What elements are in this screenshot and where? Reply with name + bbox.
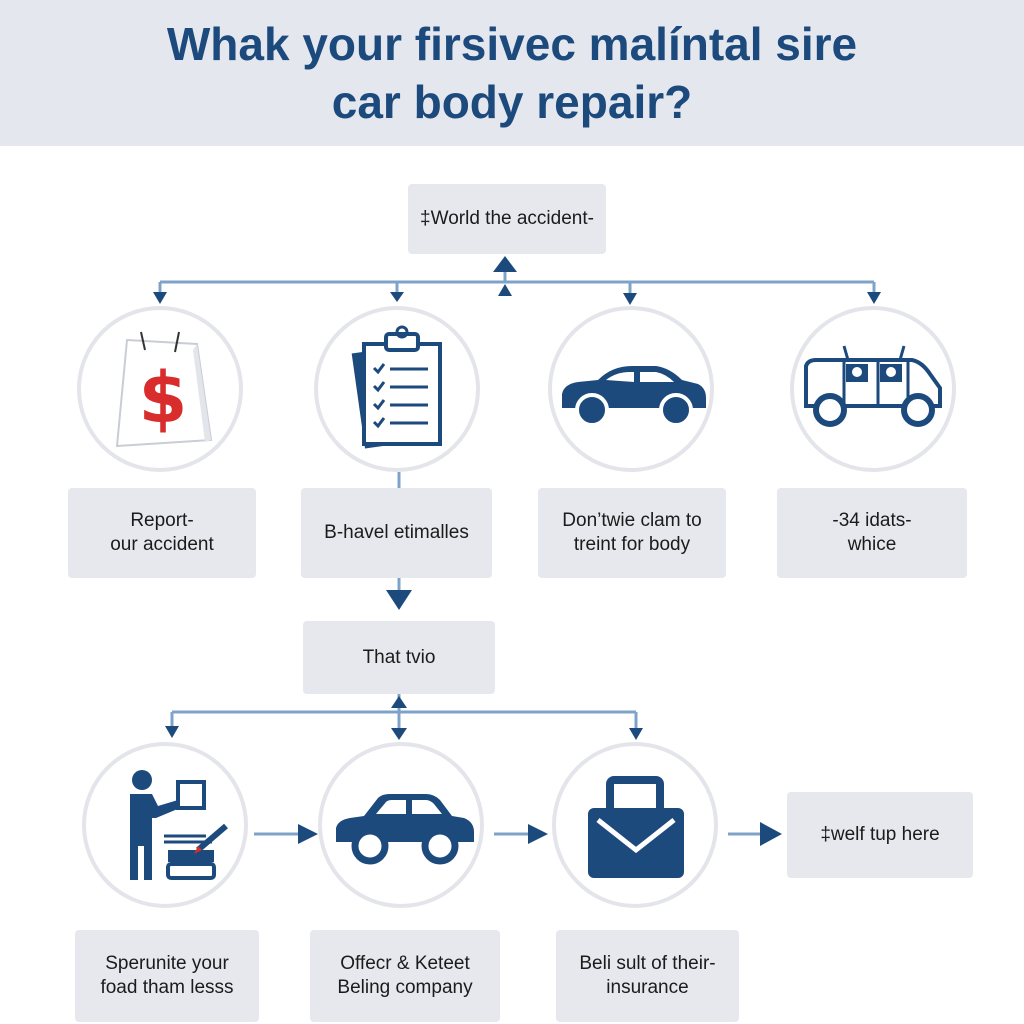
step-vehicle: -34 idats-whice — [777, 488, 967, 578]
svg-text:$: $ — [139, 357, 188, 439]
step-label-line-1: Report- — [130, 510, 194, 531]
step-label-line-2: whice — [847, 534, 897, 555]
step-label-line-2: treint for body — [573, 534, 691, 555]
arrowhead — [153, 292, 167, 304]
step-claim: Don’twie clam to treint for body — [538, 488, 726, 578]
arrowhead — [528, 824, 548, 844]
step-estimates: B-havel etimalles — [301, 488, 492, 578]
page-title-line-2: car body repair? — [331, 76, 693, 128]
step-label-line-1: Sperunite your — [105, 953, 229, 974]
arrowhead — [386, 590, 412, 610]
arrowhead — [391, 696, 407, 708]
end-node: ‡welf tup here — [787, 792, 973, 878]
price-tag-icon: $ — [77, 306, 243, 472]
arrowhead — [390, 292, 404, 302]
arrowhead — [165, 726, 179, 738]
arrowhead — [867, 292, 881, 304]
middle-node-label: That tvio — [362, 646, 436, 668]
arrowhead — [629, 728, 643, 740]
car-icon — [318, 742, 484, 908]
end-node-label: ‡welf tup here — [820, 824, 940, 845]
van-icon — [790, 306, 956, 472]
arrowhead — [623, 293, 637, 305]
start-node: ‡World the accident- — [408, 184, 606, 254]
step-label-line-2: our accident — [110, 534, 214, 555]
arrowhead — [760, 822, 782, 846]
clipboard-icon — [314, 306, 480, 472]
arrowhead — [298, 824, 318, 844]
middle-node: That tvio — [303, 621, 495, 694]
start-node-label: ‡World the accident- — [420, 208, 594, 229]
step-label-line-1: -34 idats- — [832, 510, 912, 531]
step-report-accident: Report-our accident — [68, 488, 256, 578]
page-title-line-1: Whak your firsivec malíntal sire — [166, 18, 858, 70]
step-label-line-2: foad tham lesss — [100, 977, 234, 998]
briefcase-icon — [552, 742, 718, 908]
step-label-line-2: Beling company — [337, 977, 473, 998]
title-banner: Whak your firsivec malíntal sire car bod… — [0, 0, 1024, 146]
arrowhead — [391, 728, 407, 740]
step-label-line-1: B-havel etimalles — [324, 522, 469, 543]
person-paperwork-icon — [82, 742, 248, 908]
sedan-car-icon — [548, 306, 714, 472]
step-label-line-2: insurance — [606, 977, 689, 998]
step-label-line-1: Don’twie clam to — [562, 510, 702, 531]
step-label-line-1: Beli sult of their- — [579, 953, 716, 974]
arrowhead — [498, 284, 512, 296]
step-label-line-1: Offecr & Keteet — [340, 953, 470, 974]
step-insurance: Beli sult of their-insurance — [556, 930, 739, 1022]
arrowhead — [493, 256, 517, 272]
step-paperwork: Sperunite your foad tham lesss — [75, 930, 259, 1022]
